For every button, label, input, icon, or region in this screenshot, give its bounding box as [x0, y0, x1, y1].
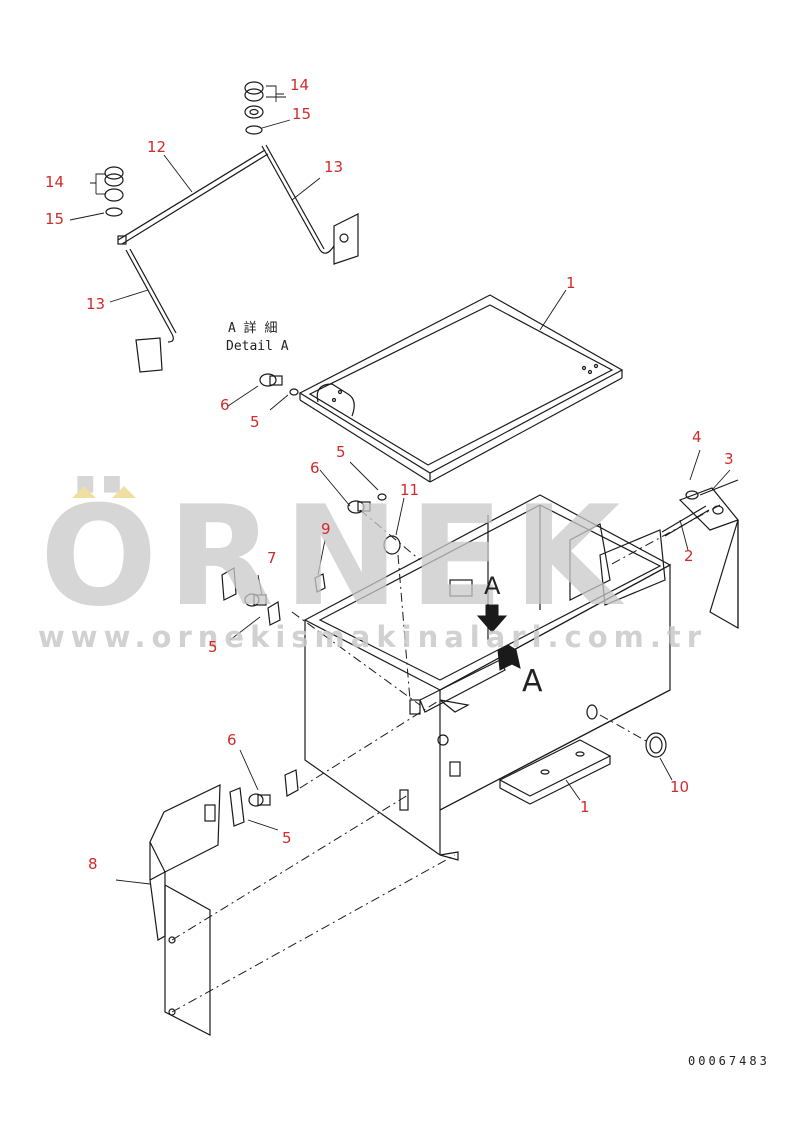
part-label-1-bracket: 1 — [580, 798, 590, 816]
part-label-12: 12 — [147, 138, 167, 156]
part-label-14-left: 14 — [45, 173, 65, 191]
part-label-8: 8 — [88, 855, 98, 873]
part-label-6-detail: 6 — [220, 396, 230, 414]
bottom-bracket — [498, 739, 612, 805]
part-label-6-upper: 6 — [310, 459, 320, 477]
part-label-13-right: 13 — [324, 158, 344, 176]
part-label-6-lower: 6 — [227, 731, 237, 749]
part-label-5-detail: 5 — [250, 413, 260, 431]
view-marker-a-side: A — [522, 664, 543, 699]
part-label-15-right: 15 — [292, 105, 312, 123]
part-label-3: 3 — [724, 450, 734, 468]
view-marker-a-top: A — [484, 572, 501, 600]
drawing-number: 00067483 — [688, 1054, 770, 1068]
battery-cover — [298, 294, 624, 483]
part-label-7: 7 — [267, 549, 277, 567]
detail-label-jp: A 詳 細 — [228, 321, 278, 336]
part-label-11: 11 — [400, 481, 420, 499]
rod-assembly-left — [117, 149, 269, 373]
part-label-13-left: 13 — [86, 295, 106, 313]
part-label-2: 2 — [684, 547, 694, 565]
detail-label-en: Detail A — [226, 339, 289, 354]
part-label-14-right: 14 — [290, 76, 310, 94]
watermark-accent — [72, 486, 142, 498]
part-label-15-left: 15 — [45, 210, 65, 228]
side-cover — [149, 784, 221, 1036]
part-label-5-left: 5 — [208, 638, 218, 656]
part-label-5-lower: 5 — [282, 829, 292, 847]
part-label-4: 4 — [692, 428, 702, 446]
part-label-10: 10 — [670, 778, 690, 796]
battery-box — [303, 494, 672, 861]
watermark-url: www.ornekismakinalari.com.tr — [38, 620, 708, 654]
part-label-5-upper: 5 — [336, 443, 346, 461]
rod-assembly-right — [261, 144, 359, 265]
part-label-1-cover: 1 — [566, 274, 576, 292]
part-label-9: 9 — [321, 520, 331, 538]
watermark-brand: ÖRNEK — [40, 476, 631, 637]
